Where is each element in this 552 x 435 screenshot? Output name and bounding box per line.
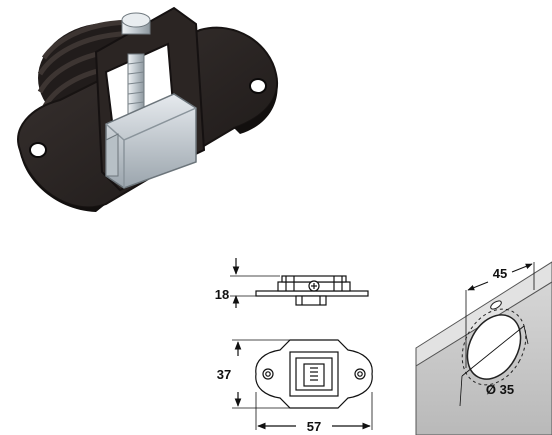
zinc-bracket	[105, 93, 197, 189]
hole-diameter-dimension-label: Ø 35	[486, 382, 514, 397]
screw-hole-right	[249, 78, 267, 94]
height-dimension-label: 18	[215, 287, 229, 302]
top-view-drawing	[232, 339, 373, 430]
hole-offset-dimension-label: 45	[493, 266, 507, 281]
threaded-bolt	[127, 53, 145, 125]
bored-hole	[466, 314, 522, 380]
screw-hole-left	[29, 142, 47, 158]
panel-top-face	[415, 261, 552, 367]
bolt-cap	[121, 12, 151, 35]
width-dimension-label: 57	[307, 419, 321, 434]
product-photo	[17, 6, 279, 212]
side-view-drawing	[230, 258, 369, 308]
installation-view	[415, 261, 552, 435]
pilot-hole	[490, 300, 502, 310]
depth-dimension-label: 37	[217, 367, 231, 382]
